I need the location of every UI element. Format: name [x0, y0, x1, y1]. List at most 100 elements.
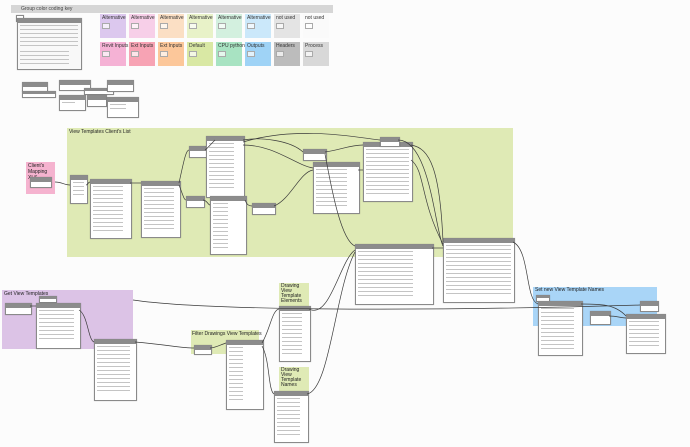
wire: [242, 138, 304, 153]
node[interactable]: [640, 301, 659, 312]
group-title: Drawing View Template Names: [281, 367, 302, 388]
wire: [580, 303, 627, 317]
node[interactable]: [355, 244, 434, 305]
legend-tile[interactable]: Revit Inputs: [100, 42, 129, 66]
input-node[interactable]: [22, 91, 56, 98]
wire: [324, 153, 356, 247]
legend-tile[interactable]: Process: [303, 42, 329, 66]
wire: [178, 184, 187, 201]
wire: [306, 251, 356, 395]
legend-tile-label: Alternative: [189, 15, 213, 21]
wire: [261, 345, 275, 395]
note-icon: [247, 23, 255, 29]
legend-tile-label: Default: [189, 43, 205, 49]
node[interactable]: [303, 149, 327, 161]
note-icon: [218, 23, 226, 29]
node[interactable]: [194, 345, 212, 355]
wire: [209, 342, 227, 349]
group-title: Get View Templates: [4, 291, 49, 297]
node[interactable]: [210, 196, 247, 255]
node[interactable]: [626, 314, 666, 354]
node[interactable]: [189, 146, 207, 158]
legend-tile[interactable]: Headers: [274, 42, 300, 66]
node[interactable]: [186, 196, 205, 208]
legend-tile-label: Process: [305, 43, 324, 49]
wire: [308, 249, 356, 311]
process-node[interactable]: [59, 95, 86, 111]
legend-tile-label: Ext Inputs: [131, 43, 154, 49]
node[interactable]: [94, 339, 137, 401]
wire: [85, 181, 91, 186]
node[interactable]: [279, 306, 311, 362]
node[interactable]: [5, 303, 32, 315]
legend-tile[interactable]: Alternative: [187, 14, 213, 38]
wire: [242, 133, 381, 143]
note-icon: [131, 51, 139, 57]
node[interactable]: [206, 136, 245, 198]
wire: [134, 341, 195, 349]
note-icon: [276, 51, 284, 57]
node[interactable]: [90, 179, 132, 239]
node[interactable]: [538, 301, 583, 356]
legend-tile-label: not used: [305, 15, 325, 21]
process-node[interactable]: [59, 80, 91, 91]
process-node[interactable]: [107, 97, 139, 118]
note-icon: [305, 23, 313, 29]
legend-code-block-node[interactable]: [17, 18, 82, 70]
group-drawing-view-template-elements[interactable]: [279, 283, 309, 307]
note-icon: [189, 23, 197, 29]
group-title: Drawing View Template Elements: [281, 283, 302, 304]
legend-tile[interactable]: not used: [274, 14, 300, 38]
wire: [324, 144, 364, 153]
legend-tile[interactable]: Default: [187, 42, 213, 66]
legend-tile[interactable]: Ext Inputs: [129, 42, 155, 66]
note-icon: [102, 23, 110, 29]
node[interactable]: [590, 311, 611, 325]
wire: [54, 181, 71, 186]
legend-tile[interactable]: Ext Inputs: [158, 42, 184, 66]
wire: [512, 241, 539, 305]
node[interactable]: [39, 296, 57, 303]
node[interactable]: [226, 340, 264, 410]
wire: [244, 199, 253, 207]
process-node[interactable]: [107, 80, 134, 92]
legend-panel: [11, 5, 333, 13]
legend-tile[interactable]: Alternative: [216, 14, 242, 38]
note-icon: [247, 51, 255, 57]
process-node[interactable]: [87, 95, 107, 107]
legend-tile-label: Revit Inputs: [102, 43, 129, 49]
wire: [204, 139, 216, 151]
legend-tile[interactable]: Alternative: [129, 14, 155, 38]
legend-tile[interactable]: Alternative: [100, 14, 126, 38]
node[interactable]: [70, 175, 88, 204]
node[interactable]: [274, 391, 309, 443]
node[interactable]: [141, 181, 181, 238]
note-icon: [160, 51, 168, 57]
wire: [242, 144, 314, 169]
wire: [608, 315, 627, 319]
note-icon: [102, 51, 110, 57]
legend-tile[interactable]: Alternative: [158, 14, 184, 38]
legend-tile-label: Alternative: [102, 15, 126, 21]
file-path-node[interactable]: [30, 177, 52, 188]
legend-tile-label: Alternative: [131, 15, 155, 21]
legend-tile[interactable]: Outputs: [245, 42, 271, 66]
legend-tile[interactable]: not used: [303, 14, 329, 38]
legend-tile-label: Headers: [276, 43, 295, 49]
legend-tile[interactable]: CPU python: [216, 42, 245, 66]
group-title: Set new View Template Names: [535, 287, 605, 293]
wire: [178, 149, 190, 184]
node[interactable]: [36, 303, 81, 349]
wire: [132, 299, 641, 310]
wire: [273, 169, 314, 207]
note-icon: [276, 23, 284, 29]
node[interactable]: [380, 137, 400, 147]
node[interactable]: [252, 203, 276, 215]
note-icon: [131, 23, 139, 29]
note-icon: [160, 23, 168, 29]
wire: [397, 139, 444, 247]
node[interactable]: [443, 238, 515, 303]
wire: [78, 309, 95, 343]
legend-tile[interactable]: Alternative: [245, 14, 271, 38]
